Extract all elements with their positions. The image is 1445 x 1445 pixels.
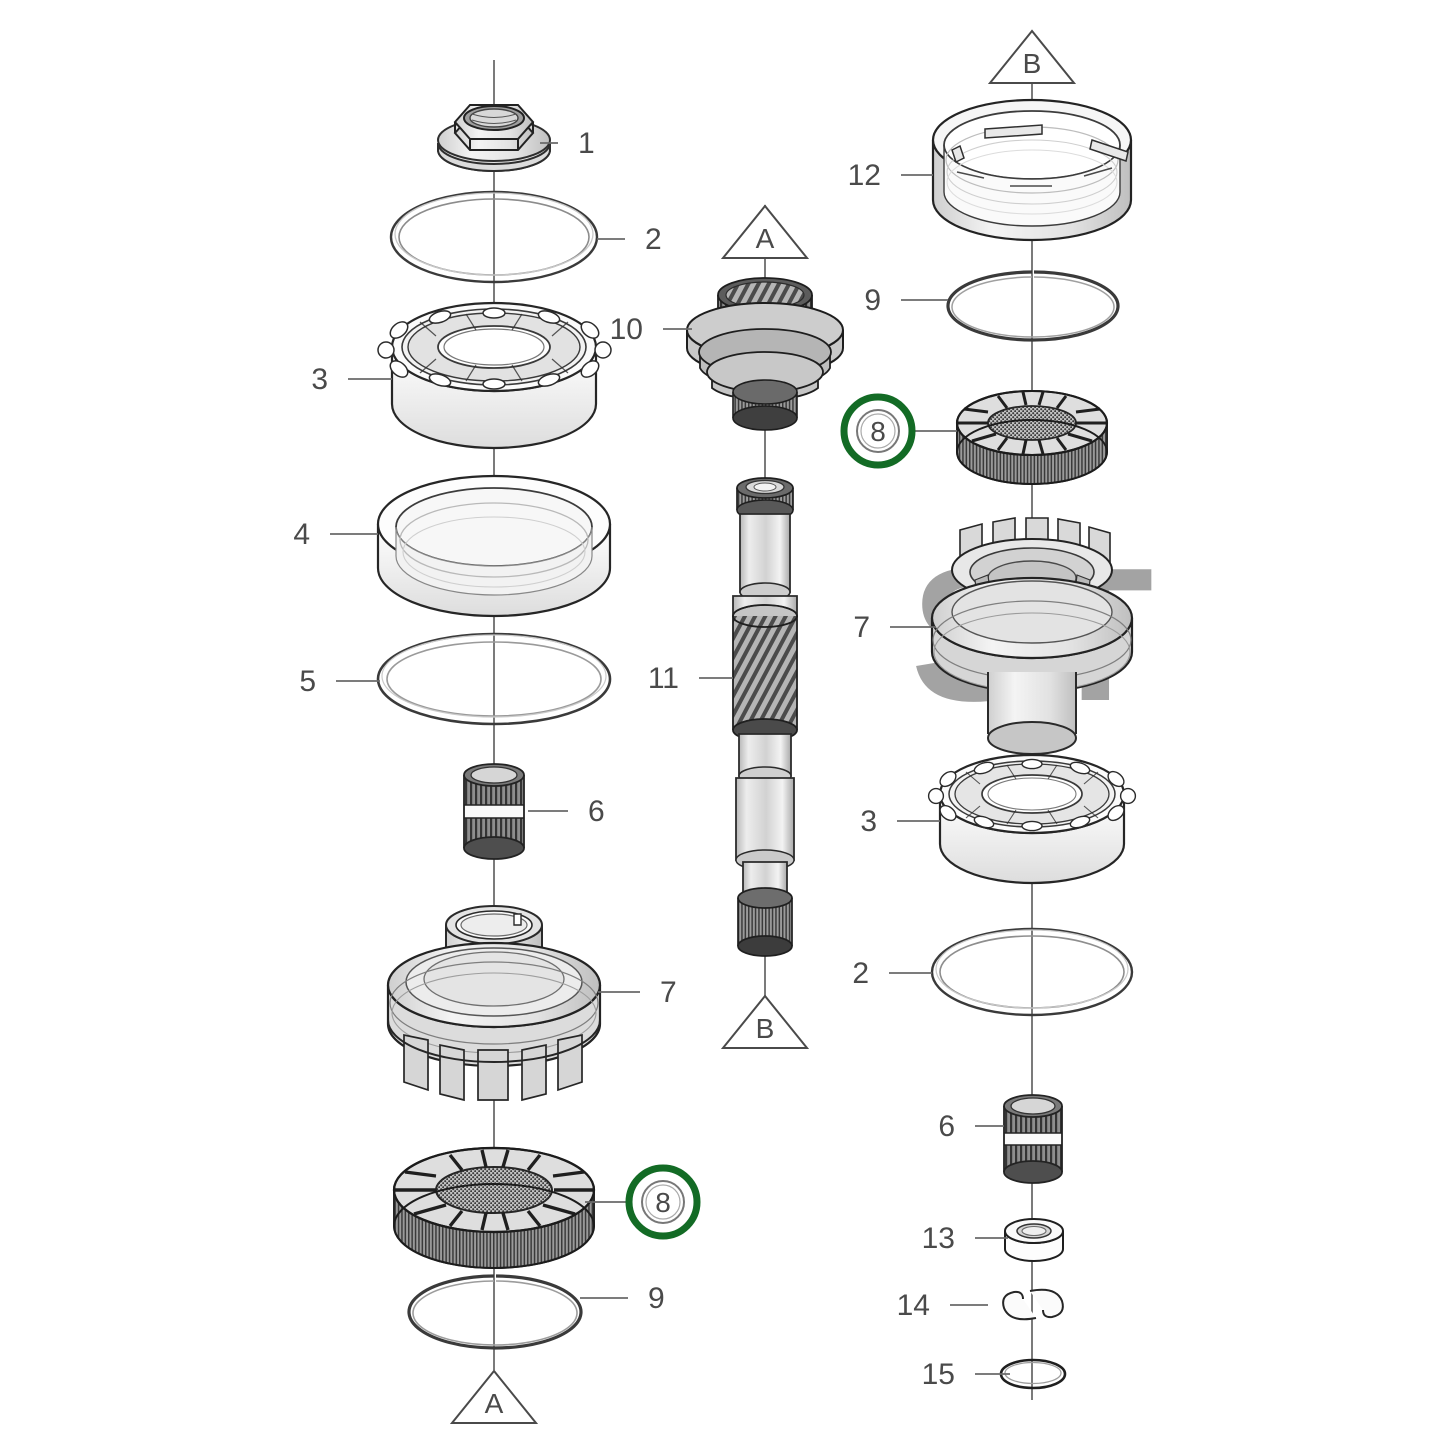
part-roller-bearing-right[interactable] [927, 753, 1137, 885]
section-marker-a-down: A [449, 1369, 539, 1424]
leader-lines [330, 142, 1010, 1375]
callout-label-callout-13: 13 [922, 1222, 955, 1255]
part-snap-ring-left[interactable] [407, 1274, 583, 1350]
callout-label-callout-7-right: 7 [853, 611, 870, 644]
callout-label-callout-11: 11 [648, 662, 679, 695]
callout-label-callout-10: 10 [610, 313, 643, 346]
section-marker-letter: A [756, 223, 775, 254]
highlight-label-callout-8-left: 8 [655, 1187, 671, 1218]
part-roller-bearing-left[interactable] [377, 301, 612, 450]
callout-label-callout-7-left: 7 [660, 976, 677, 1009]
section-marker-letter: B [1023, 48, 1042, 79]
callout-label-callout-5: 5 [299, 665, 316, 698]
part-helical-gear-shaft[interactable] [732, 477, 798, 957]
section-marker-b-up: B [987, 29, 1077, 84]
bearing-rollers-left [377, 307, 612, 390]
sleeve-inner-tabs [956, 167, 1113, 187]
callout-label-callout-2-left: 2 [645, 223, 662, 256]
callout-label-callout-3-right: 3 [860, 805, 877, 838]
section-markers: A B B A [449, 29, 1077, 1424]
callout-label-callout-9-right: 9 [864, 284, 881, 317]
part-flanged-hex-nut[interactable] [437, 104, 551, 172]
callout-label-callout-6-right: 6 [938, 1110, 955, 1143]
part-small-o-ring[interactable] [999, 1358, 1067, 1390]
highlight-label-callout-8-right: 8 [870, 416, 886, 447]
part-castellated-clutch-hub-left[interactable] [386, 905, 602, 1102]
part-split-half-ring-clips[interactable] [1002, 1288, 1064, 1321]
callout-label-callout-14: 14 [897, 1289, 930, 1322]
callout-label-callout-3-left: 3 [311, 363, 328, 396]
callout-label-callout-4: 4 [293, 518, 310, 551]
part-needle-roller-bushing-left[interactable] [463, 763, 525, 860]
section-marker-b-down: B [720, 994, 810, 1049]
part-snap-ring-right-top[interactable] [946, 270, 1120, 342]
section-marker-letter: B [756, 1013, 775, 1044]
part-thrust-needle-bearing-right[interactable] [955, 389, 1109, 485]
part-thrust-needle-bearing-left[interactable] [392, 1146, 596, 1269]
callout-label-callout-2-right: 2 [852, 957, 869, 990]
part-needle-roller-bushing-right[interactable] [1003, 1094, 1063, 1184]
highlight-callout-8-right[interactable]: 8 [840, 393, 916, 469]
highlight-callout-8-left[interactable]: 8 [625, 1164, 701, 1240]
section-marker-letter: A [485, 1388, 504, 1419]
part-thrust-washer[interactable] [1004, 1218, 1064, 1262]
part-bearing-race-collar[interactable] [376, 474, 612, 618]
section-marker-a-up: A [720, 204, 810, 259]
thrust-bearing-spokes-left [394, 1149, 594, 1231]
part-o-ring-seal-left[interactable] [389, 190, 599, 284]
callout-label-callout-9-left: 9 [648, 1282, 665, 1315]
bearing-rollers-right [927, 758, 1137, 832]
part-synchronizer-sleeve-ring[interactable] [931, 98, 1133, 242]
callout-label-callout-6-left: 6 [588, 795, 605, 828]
sleeve-notches [951, 124, 1129, 164]
part-splined-drive-gear[interactable] [686, 277, 844, 431]
highlighted-callouts[interactable]: 88 [625, 393, 916, 1240]
callout-label-callout-1: 1 [578, 127, 595, 160]
callout-label-callout-12: 12 [848, 159, 881, 192]
thrust-bearing-spokes-right [957, 391, 1107, 455]
part-castellated-clutch-hub-right[interactable] [930, 517, 1134, 755]
callout-label-callout-15: 15 [922, 1358, 955, 1391]
part-thin-retaining-ring[interactable] [376, 632, 612, 726]
part-o-ring-seal-right[interactable] [930, 927, 1134, 1017]
